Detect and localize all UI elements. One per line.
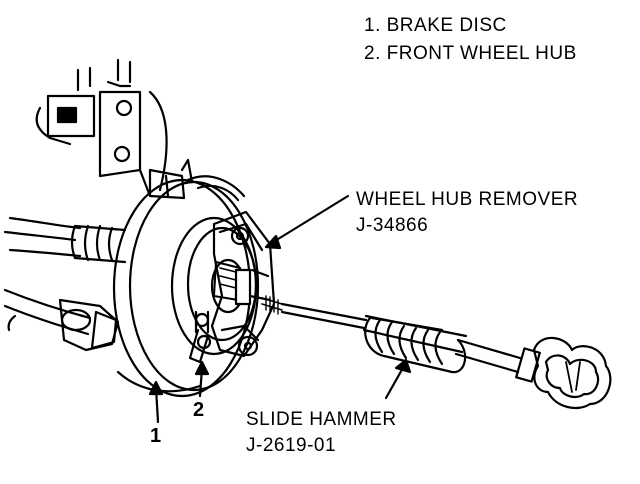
arrow-wheel-hub-remover-head bbox=[264, 234, 282, 250]
wheel-hub-remover-tool bbox=[210, 210, 283, 358]
steering-knuckle bbox=[35, 58, 194, 200]
label-wheel-hub-remover-tool-number: J-34866 bbox=[356, 215, 429, 236]
legend-item-front-wheel-hub: 2. FRONT WHEEL HUB bbox=[364, 43, 577, 64]
legend-item-brake-disc: 1. BRAKE DISC bbox=[364, 15, 507, 36]
leader-arrows bbox=[148, 194, 412, 424]
arrow-item-1-head bbox=[148, 380, 164, 396]
label-wheel-hub-remover: WHEEL HUB REMOVER bbox=[356, 189, 579, 210]
tie-rod-end bbox=[58, 298, 120, 352]
slide-hammer-tool bbox=[280, 302, 612, 410]
arrow-item-2-head bbox=[194, 360, 210, 376]
arrow-wheel-hub-remover bbox=[268, 194, 350, 246]
label-slide-hammer-tool-number: J-2619-01 bbox=[246, 435, 337, 456]
arrow-slide-hammer bbox=[384, 364, 406, 400]
drive-shaft bbox=[3, 216, 127, 336]
callout-number-2: 2 bbox=[193, 399, 205, 421]
arrow-slide-hammer-head bbox=[394, 358, 412, 374]
callout-number-1: 1 bbox=[150, 425, 162, 447]
label-slide-hammer: SLIDE HAMMER bbox=[246, 409, 397, 430]
